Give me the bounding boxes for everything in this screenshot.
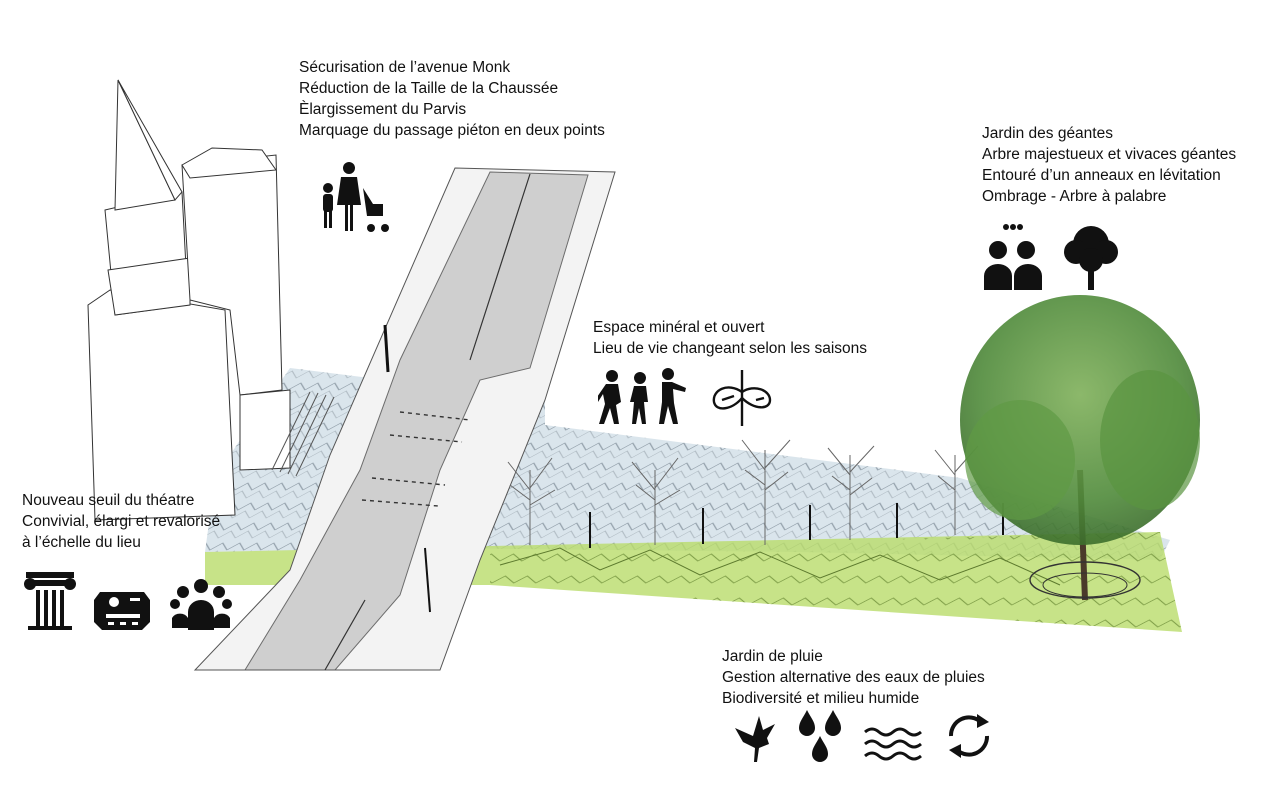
row-of-trees	[507, 439, 979, 545]
note-line: Jardin des géantes	[982, 125, 1113, 142]
note-line: Espace minéral et ouvert	[593, 319, 765, 336]
water-drops-icon	[799, 710, 841, 762]
note-espace: Espace minéral et ouvert Lieu de vie cha…	[593, 317, 867, 359]
theatre-building	[87, 79, 335, 521]
crowd-icon	[170, 579, 232, 630]
bird-icon	[735, 716, 775, 762]
mask-sculpture-icon	[94, 592, 150, 630]
note-line: Gestion alternative des eaux de pluies	[722, 669, 985, 686]
note-line: Ombrage - Arbre à palabre	[982, 188, 1167, 205]
dancing-people-icon	[598, 368, 686, 424]
note-line: à l’échelle du lieu	[22, 534, 141, 551]
people-talking-icon	[984, 224, 1042, 290]
giant-tree	[960, 295, 1200, 601]
note-line: Entouré d’un anneaux en lévitation	[982, 167, 1221, 184]
ionic-column-icon	[24, 572, 76, 630]
note-line: Marquage du passage piéton en deux point…	[299, 122, 605, 139]
note-monk: Sécurisation de l’avenue Monk Réduction …	[299, 57, 605, 141]
note-line: Réduction de la Taille de la Chaussée	[299, 80, 559, 97]
avenue-monk-road	[193, 167, 616, 671]
icons-pluie	[733, 708, 997, 764]
icons-geantes	[982, 222, 1120, 290]
icons-monk	[315, 160, 395, 235]
note-line: Nouveau seuil du théatre	[22, 492, 195, 509]
note-line: Jardin de pluie	[722, 648, 823, 665]
note-line: Èlargissement du Parvis	[299, 101, 467, 118]
seasonal-plant-icon	[712, 370, 772, 426]
icons-seuil	[24, 572, 232, 630]
note-line: Convivial, élargi et revalorisé	[22, 513, 221, 530]
note-pluie: Jardin de pluie Gestion alternative des …	[722, 646, 985, 709]
note-line: Biodiversité et milieu humide	[722, 690, 920, 707]
note-line: Arbre majestueux et vivaces géantes	[982, 146, 1237, 163]
family-stroller-icon	[323, 162, 389, 232]
note-seuil: Nouveau seuil du théatre Convivial, élar…	[22, 490, 220, 553]
tree-icon	[1064, 226, 1118, 290]
cycle-arrows-icon	[948, 714, 990, 758]
note-geantes: Jardin des géantes Arbre majestueux et v…	[982, 123, 1236, 207]
waves-icon	[864, 727, 922, 761]
note-line: Lieu de vie changeant selon les saisons	[593, 340, 868, 357]
icons-espace	[598, 368, 776, 426]
note-line: Sécurisation de l’avenue Monk	[299, 59, 511, 76]
